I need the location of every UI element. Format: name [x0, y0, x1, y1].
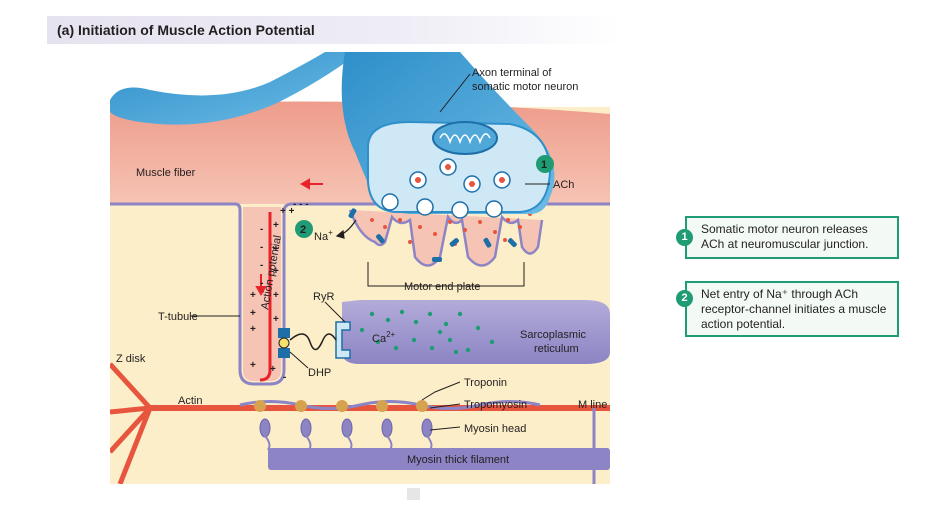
svg-text:+: + [273, 220, 279, 231]
step-2-badge: 2 [676, 290, 693, 307]
step-1-badge-diagram [536, 155, 554, 173]
step-1-box: Somatic motor neuron releases ACh at neu… [685, 216, 899, 259]
svg-text:-: - [283, 372, 286, 383]
membrane-charges: + + - - - + + + + + - - - - + + + + + - [250, 199, 309, 383]
svg-text:-: - [260, 260, 263, 271]
sarcolemma [110, 202, 610, 386]
ach-molecules [370, 212, 532, 246]
dhp-receptor-top [278, 328, 290, 338]
svg-text:+ +: + + [280, 206, 295, 217]
label-troponin: Troponin [464, 377, 507, 389]
dhp-linker [289, 333, 337, 351]
mitochondrion [432, 121, 498, 155]
leader-lines [190, 73, 550, 431]
dhp-receptor-bottom [278, 348, 290, 358]
label-ryr: RyR [313, 291, 334, 303]
synaptic-vesicles [381, 158, 511, 219]
ach-receptor-channels [348, 208, 517, 262]
svg-text:+: + [250, 360, 256, 371]
diagram-canvas: 1 [110, 52, 610, 484]
svg-text:+: + [273, 266, 279, 277]
figure-title: (a) Initiation of Muscle Action Potentia… [57, 22, 315, 38]
label-axon-terminal-2: somatic motor neuron [472, 81, 578, 93]
step-2-badge-number: 2 [300, 224, 306, 236]
label-sarcoplasmic-2: reticulum [534, 343, 579, 355]
label-myosin-head: Myosin head [464, 423, 526, 435]
axon [110, 52, 360, 125]
svg-text:+: + [273, 314, 279, 325]
dhp-voltage-sensor [278, 337, 290, 349]
label-na: Na+ [314, 228, 333, 243]
label-ca: Ca2+ [372, 330, 396, 345]
step-2-number: 2 [681, 292, 688, 304]
step-1-badge: 1 [676, 229, 693, 246]
label-dhp: DHP [308, 367, 331, 379]
svg-text:+: + [273, 290, 279, 301]
step-1-text: Somatic motor neuron releases ACh at neu… [701, 222, 869, 251]
svg-text:+: + [270, 364, 276, 375]
label-z-disk: Z disk [116, 353, 146, 365]
terminal-cytoplasm [367, 120, 552, 213]
step-1-number: 1 [681, 231, 688, 243]
label-ach: ACh [553, 179, 574, 191]
action-potential-line [259, 212, 272, 382]
label-t-tubule: T-tubule [158, 311, 198, 323]
label-muscle-fiber: Muscle fiber [136, 167, 196, 179]
svg-text:+: + [250, 324, 256, 335]
label-tropomyosin: Tropomyosin [464, 399, 527, 411]
na-entry-arrow [335, 219, 357, 239]
label-axon-terminal-1: Axon terminal of [472, 67, 552, 79]
step-2-badge-diagram [295, 220, 313, 238]
label-sarcoplasmic-1: Sarcoplasmic [520, 329, 587, 341]
myosin-thick-filament [268, 448, 610, 470]
step-1-badge-number: 1 [541, 159, 547, 171]
scroll-handle[interactable] [407, 488, 420, 500]
svg-text:-: - [260, 242, 263, 253]
svg-text:+: + [250, 308, 256, 319]
label-myosin-thick-filament: Myosin thick filament [407, 454, 509, 466]
ryr-channel [335, 321, 351, 359]
label-motor-end-plate: Motor end plate [404, 281, 480, 293]
svg-text:-: - [260, 224, 263, 235]
svg-text:- - -: - - - [293, 199, 309, 210]
svg-text:+: + [273, 244, 279, 255]
ap-direction-arrows [255, 178, 323, 297]
z-disk-line-bottom [110, 405, 154, 484]
myosin-heads [259, 418, 433, 438]
label-m-line: M line [578, 399, 607, 411]
motor-end-plate-folds [348, 209, 544, 267]
sarcoplasmic-reticulum [342, 300, 610, 364]
diagram-figure: 1 [110, 52, 610, 484]
figure-title-bar: (a) Initiation of Muscle Action Potentia… [47, 16, 622, 44]
svg-text:+: + [250, 290, 256, 301]
calcium-ions [359, 309, 495, 355]
label-actin: Actin [178, 395, 202, 407]
tropomyosin-strand [239, 400, 541, 410]
troponin-complexes [254, 400, 428, 412]
mitochondrion-cristae [439, 133, 491, 145]
svg-text:-: - [260, 278, 263, 289]
step-2-text: Net entry of Na⁺ through ACh receptor-ch… [701, 287, 887, 331]
step-2-box: Net entry of Na⁺ through ACh receptor-ch… [685, 281, 899, 337]
